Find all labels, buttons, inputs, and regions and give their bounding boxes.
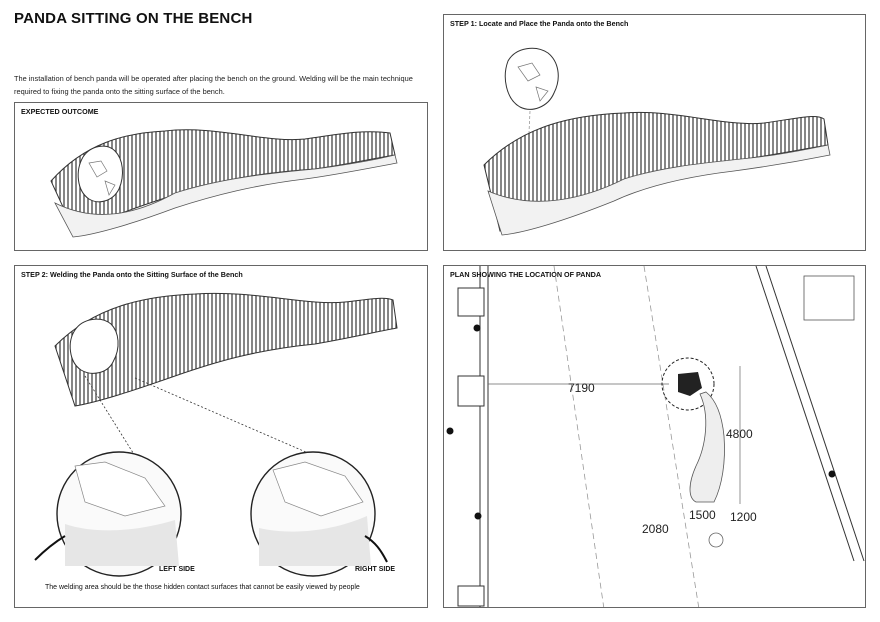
panel-title: EXPECTED OUTCOME (21, 107, 99, 116)
bench-plan (689, 391, 725, 503)
panel-title: STEP 1: Locate and Place the Panda onto … (450, 19, 629, 28)
bench-base (487, 144, 831, 236)
bench-with-panda-illustration (50, 129, 398, 238)
panda-plan-icon (678, 372, 702, 396)
bench-base (54, 154, 398, 238)
panel-title: STEP 2: Welding the Panda onto the Sitti… (21, 270, 243, 279)
panel-plan: PLAN SHOWING THE LOCATION OF PANDA 7190 … (443, 265, 866, 608)
site-plan-drawing (446, 266, 865, 607)
bench-slats (54, 292, 398, 407)
welding-detail-illustration (34, 292, 398, 577)
dimension-offset-2080: 2080 (642, 522, 669, 536)
panda-location-circle (661, 357, 715, 411)
panel-expected-outcome: EXPECTED OUTCOME (14, 102, 428, 251)
panda-placement-illustration (483, 47, 831, 236)
panel-step-2: STEP 2: Welding the Panda onto the Sitti… (14, 265, 428, 608)
intro-text: The installation of bench panda will be … (14, 74, 413, 96)
panel-step-1: STEP 1: Locate and Place the Panda onto … (443, 14, 866, 251)
right-side-label: RIGHT SIDE (355, 566, 396, 573)
panel-title: PLAN SHOWING THE LOCATION OF PANDA (450, 270, 602, 279)
dimension-offset-1200: 1200 (730, 510, 757, 524)
panda-sculpture (77, 145, 123, 203)
welding-note: The welding area should be the those hid… (45, 584, 360, 591)
page-title: PANDA SITTING ON THE BENCH (14, 10, 253, 27)
dimension-width: 7190 (568, 381, 595, 395)
panda-sculpture (69, 318, 119, 374)
dimension-length: 4800 (726, 427, 753, 441)
left-side-label: LEFT SIDE (159, 566, 195, 573)
dimension-offset-1500: 1500 (689, 508, 716, 522)
